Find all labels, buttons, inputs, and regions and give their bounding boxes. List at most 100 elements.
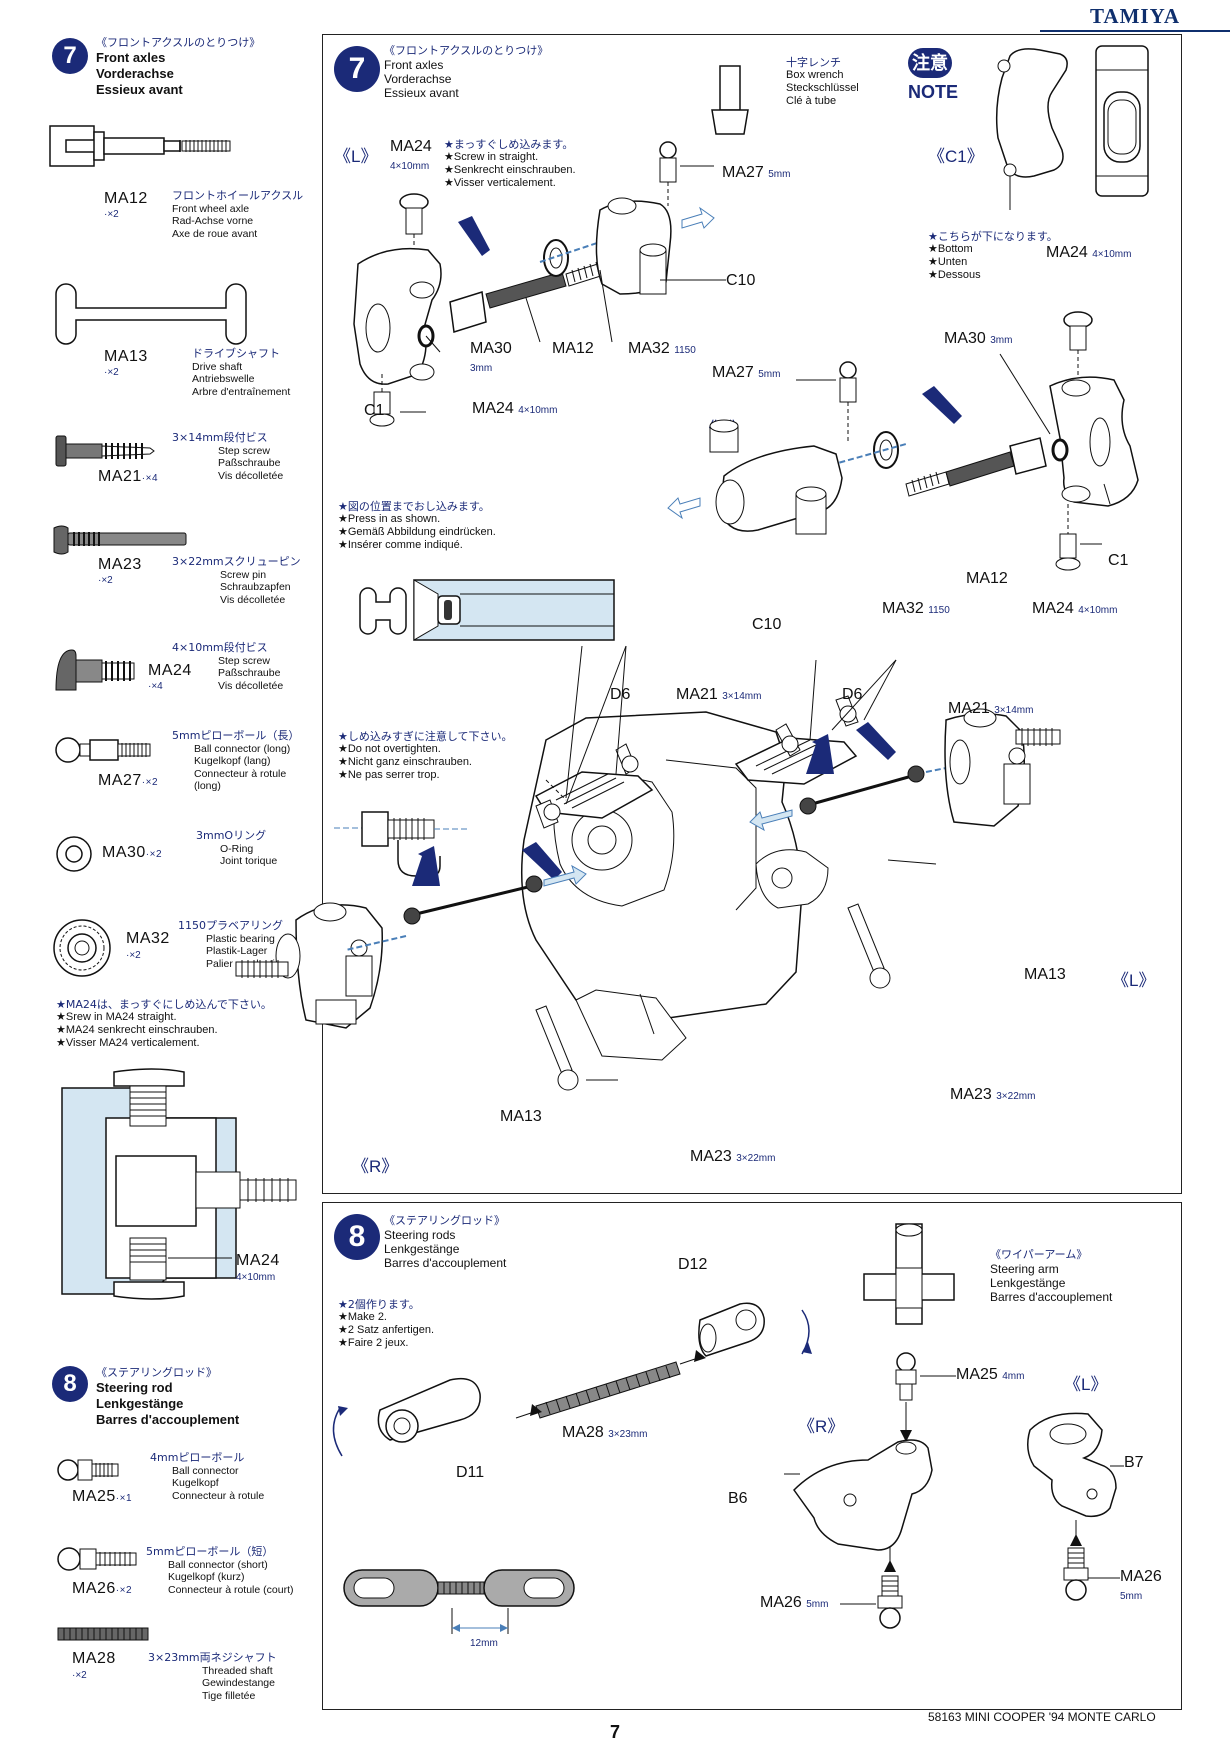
panel8-fr: Barres d'accouplement bbox=[384, 1256, 507, 1270]
ma30-code: MA30·×2 bbox=[102, 844, 162, 862]
ma24-note-jp: ★MA24は、まっすぐにしめ込んで下さい。 bbox=[56, 998, 272, 1011]
callout-ma12-top: MA12 bbox=[552, 340, 594, 357]
ma32-code: MA32 bbox=[126, 930, 170, 947]
ma21-code: MA21·×4 bbox=[98, 468, 158, 486]
sidebar-step7-badge: 7 bbox=[52, 38, 88, 74]
ma13-de: Antriebswelle bbox=[192, 373, 255, 385]
ma30-code-text: MA30 bbox=[102, 844, 146, 861]
ma24-qty: ·×4 bbox=[148, 681, 163, 692]
callout-ma27-top-code: MA27 bbox=[722, 164, 764, 181]
make-two-en: ★Make 2. bbox=[338, 1311, 387, 1323]
ma24-detail-size: 4×10mm bbox=[236, 1272, 276, 1283]
callout-ma27-right: MA27 5mm bbox=[712, 364, 780, 382]
ma25-en: Ball connector bbox=[172, 1464, 239, 1477]
ma26-fr: Connecteur à rotule (court) bbox=[168, 1583, 294, 1596]
callout-ma21-left-code: MA21 bbox=[676, 686, 718, 703]
ma23-en: Screw pin bbox=[220, 568, 267, 581]
panel7-de: Vorderachse bbox=[384, 72, 452, 86]
callout-ma24-bottom-code: MA24 bbox=[472, 400, 514, 417]
ma27-code: MA27·×2 bbox=[98, 772, 158, 790]
callout-ma32-right-unit: 1150 bbox=[928, 605, 950, 616]
ma25-code: MA25·×1 bbox=[72, 1488, 132, 1506]
sidebar-step7-title: 《フロントアクスルのとりつけ》 Front axles Vorderachse … bbox=[96, 34, 260, 98]
callout-ma26-right-code: MA26 bbox=[1120, 1568, 1162, 1585]
ma21-de: Paßschraube bbox=[218, 457, 281, 469]
callout-ma28-unit: 3×23mm bbox=[608, 1429, 648, 1440]
ma30-jp: 3mmOリング bbox=[196, 829, 267, 842]
callout-ma26-right: MA26 5mm bbox=[1120, 1568, 1162, 1604]
panel7-title: 《フロントアクスルのとりつけ》 Front axles Vorderachse … bbox=[384, 42, 548, 100]
ma28-qty: ·×2 bbox=[72, 1670, 87, 1681]
callout-ma32-top-unit: 1150 bbox=[674, 345, 696, 356]
gearbox-assembly-drawing bbox=[235, 645, 1061, 1091]
ma21-fr: Vis décolletée bbox=[218, 469, 284, 482]
wiper-arm-drawing bbox=[863, 1223, 955, 1325]
ma24-code: MA24 bbox=[148, 662, 192, 679]
sidebar-step7-fr: Essieux avant bbox=[96, 82, 183, 97]
ma27-jp: 5mmピローボール（長） bbox=[172, 729, 300, 742]
make-two-jp: ★2個作ります。 bbox=[338, 1298, 420, 1311]
ma13-qty: ·×2 bbox=[104, 367, 119, 378]
callout-ma24-right-top: MA24 4×10mm bbox=[1046, 244, 1131, 262]
ma26-jp: 5mmピローボール（短） bbox=[146, 1545, 274, 1558]
ma30-fr: Joint torique bbox=[220, 855, 278, 867]
callout-ma27-right-unit: 5mm bbox=[758, 369, 781, 380]
ma23-qty: ·×2 bbox=[98, 575, 113, 586]
ma24-detail-code: MA24 bbox=[236, 1252, 280, 1269]
ma21-qty: ·×4 bbox=[141, 473, 159, 484]
ma26-code: MA26·×2 bbox=[72, 1580, 132, 1598]
screw-straight-jp: ★まっすぐしめ込みます。 bbox=[444, 138, 574, 151]
ma25-code-text: MA25 bbox=[72, 1488, 116, 1505]
callout-c10-right: C10 bbox=[752, 616, 782, 633]
callout-ma21-left-unit: 3×14mm bbox=[722, 691, 762, 702]
ma25-drawing bbox=[57, 1459, 119, 1481]
panel8-title: 《ステアリングロッド》 Steering rods Lenkgestänge B… bbox=[384, 1212, 506, 1270]
callout-ma27-top: MA27 5mm bbox=[722, 164, 790, 182]
callout-ma24-bottom: MA24 4×10mm bbox=[472, 400, 557, 418]
brand-logo: TAMIYA bbox=[1089, 4, 1180, 28]
ma21-drawing bbox=[55, 435, 155, 467]
press-in-jp: ★図の位置までおし込みます。 bbox=[338, 500, 490, 513]
ma21-desc: 3×14mm段付ビス Step screw Paßschraube Vis dé… bbox=[172, 431, 284, 482]
ma12-fr: Axe de roue avant bbox=[172, 227, 258, 240]
ma12-drawing bbox=[49, 125, 231, 167]
callout-ma28: MA28 3×23mm bbox=[562, 1424, 647, 1442]
ma27-qty: ·×2 bbox=[141, 777, 159, 788]
header-rule bbox=[1040, 30, 1230, 32]
callout-ma24-right-bottom: MA24 4×10mm bbox=[1032, 600, 1117, 618]
sidebar-step8-jp: 《ステアリングロッド》 bbox=[96, 1366, 217, 1379]
ma30-desc: 3mmOリング O-Ring Joint torique bbox=[196, 829, 278, 868]
c1-bottom-jp: ★こちらが下になります。 bbox=[928, 230, 1058, 243]
overtighten-note: ★しめ込みすぎに注意して下さい。 ★Do not overtighten. ★N… bbox=[338, 730, 513, 782]
callout-ma26-right-unit: 5mm bbox=[1120, 1591, 1143, 1602]
callout-ma23-left-code: MA23 bbox=[690, 1148, 732, 1165]
ma12-jp: フロントホイールアクスル bbox=[172, 189, 304, 202]
screw-straight-en: ★Screw in straight. bbox=[444, 151, 539, 163]
ma26-desc: 5mmピローボール（短） Ball connector (short) Kuge… bbox=[146, 1545, 294, 1596]
ma25-jp: 4mmピローボール bbox=[150, 1451, 245, 1464]
callout-d6-right: D6 bbox=[842, 686, 863, 703]
callout-ma32-right-code: MA32 bbox=[882, 600, 924, 617]
ma24-desc: 4×10mm段付ビス Step screw Paßschraube Vis dé… bbox=[172, 641, 283, 692]
ma28-de: Gewindestange bbox=[202, 1677, 275, 1689]
sidebar-step8-fr: Barres d'accouplement bbox=[96, 1412, 240, 1427]
callout-ma30-right-unit: 3mm bbox=[990, 335, 1013, 346]
sidebar-step8-badge: 8 bbox=[52, 1366, 88, 1402]
box-wrench-de: Steckschlüssel bbox=[786, 82, 859, 94]
press-in-de: ★Gemäß Abbildung eindrücken. bbox=[338, 526, 496, 538]
ma26-de: Kugelkopf (kurz) bbox=[168, 1571, 245, 1583]
box-wrench-en: Box wrench bbox=[786, 69, 844, 81]
callout-ma30-top-code: MA30 bbox=[470, 340, 512, 357]
ma28-desc: 3×23mm両ネジシャフト Threaded shaft Gewindestan… bbox=[148, 1651, 277, 1702]
c1-bottom-de: ★Unten bbox=[928, 256, 968, 268]
sidebar-step7-de: Vorderachse bbox=[96, 66, 174, 81]
ma30-en: O-Ring bbox=[220, 842, 254, 855]
ma23-code: MA23 bbox=[98, 556, 142, 573]
ma12-desc: フロントホイールアクスル Front wheel axle Rad-Achse … bbox=[172, 189, 304, 240]
c1-bottom-note: ★こちらが下になります。 ★Bottom ★Unten ★Dessous bbox=[928, 230, 1058, 282]
callout-d11: D11 bbox=[456, 1464, 485, 1481]
callout-ma13-right: MA13 bbox=[1024, 966, 1066, 983]
step8-panel bbox=[322, 1202, 1182, 1710]
panel8-en: Steering rods bbox=[384, 1228, 456, 1242]
